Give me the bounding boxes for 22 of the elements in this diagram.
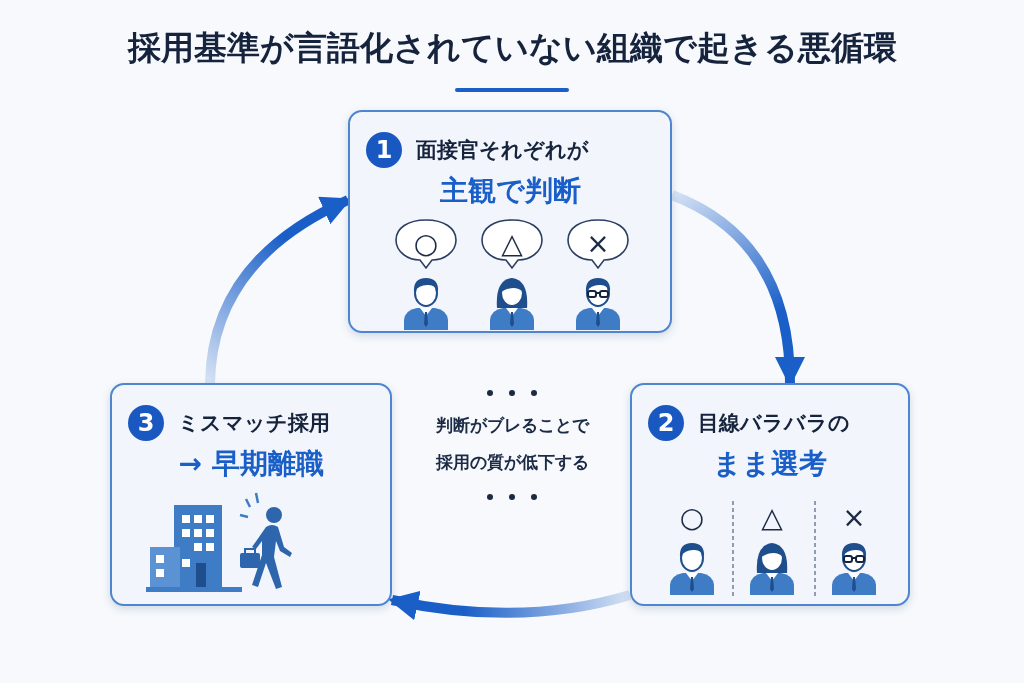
rating-symbol: ○	[412, 229, 440, 259]
cycle-arrow	[388, 590, 632, 620]
step-highlight: まま選考	[712, 446, 828, 482]
step-highlight: → 早期離職	[177, 446, 325, 482]
step-heading: 目線バラバラの	[698, 410, 850, 437]
step-heading: ミスマッチ採用	[178, 410, 330, 437]
step-card	[110, 383, 392, 606]
number-badge: 3	[128, 405, 164, 441]
note-text: 判断がブレることで	[434, 414, 591, 437]
rating-symbol: ×	[585, 229, 611, 259]
number-badge: 1	[366, 132, 402, 168]
note-text: 採用の質が低下する	[434, 451, 590, 474]
diagram-title: 採用基準が言語化されていない組織で起きる悪循環	[126, 27, 898, 69]
step-card	[630, 383, 910, 606]
step-heading: 面接官それぞれが	[416, 137, 589, 164]
rating-symbol: △	[760, 503, 784, 533]
number-badge: 2	[648, 405, 684, 441]
rating-symbol: ×	[841, 503, 867, 533]
step-card	[348, 110, 672, 333]
rating-symbol: △	[500, 229, 524, 259]
step-highlight: 主観で判断	[438, 173, 582, 209]
rating-symbol: ○	[678, 503, 706, 533]
